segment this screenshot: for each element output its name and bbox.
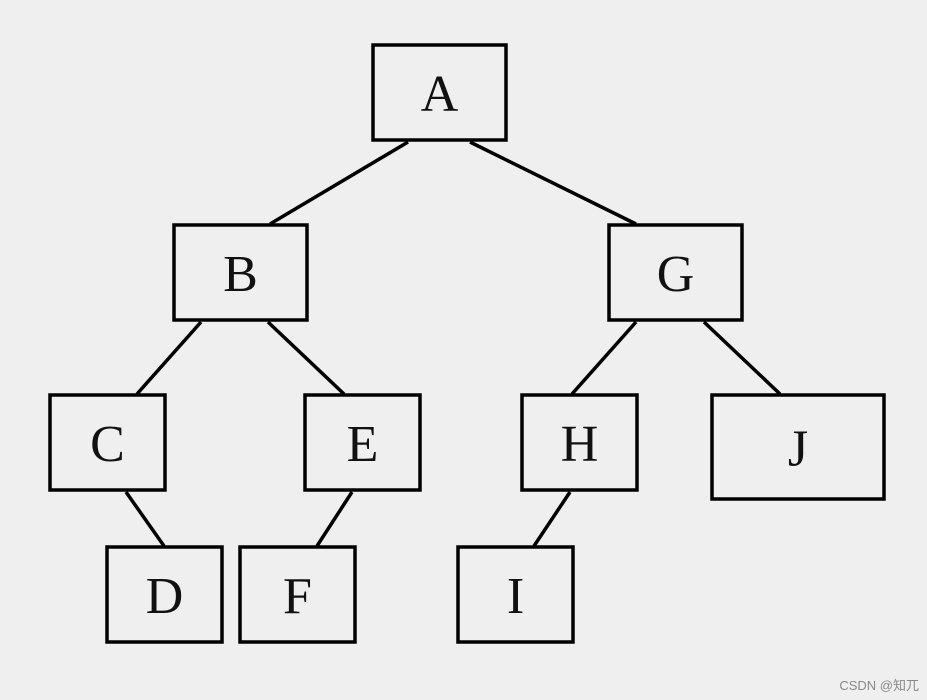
node-box-b	[172, 223, 309, 322]
edge-c-d	[124, 490, 166, 548]
tree-node-a: A	[371, 43, 508, 142]
watermark: CSDN @知兀	[839, 678, 919, 693]
node-box-j	[710, 393, 886, 501]
node-label-c: C	[90, 416, 125, 473]
nodes-layer: A B G C E H J D F I	[48, 43, 886, 644]
node-box-g	[607, 223, 744, 322]
edge-e-f	[315, 491, 354, 547]
node-box-a	[371, 43, 508, 142]
edge-g-j	[702, 320, 782, 396]
node-label-d: D	[146, 568, 184, 625]
node-label-a: A	[421, 66, 459, 123]
node-label-i: I	[507, 568, 524, 625]
tree-node-j: J	[710, 393, 886, 501]
node-label-h: H	[561, 416, 599, 473]
node-label-g: G	[657, 246, 695, 303]
tree-node-d: D	[105, 545, 224, 644]
node-box-i	[456, 545, 575, 644]
tree-node-c: C	[48, 393, 167, 492]
node-label-b: B	[223, 246, 258, 303]
node-box-e	[303, 393, 422, 492]
edge-h-i	[532, 491, 572, 547]
tree-node-b: B	[172, 223, 309, 322]
node-label-j: J	[788, 421, 808, 478]
edge-a-b	[269, 140, 409, 226]
node-box-h	[520, 393, 639, 492]
node-label-f: F	[283, 568, 312, 625]
edges-layer	[124, 140, 782, 548]
tree-node-i: I	[456, 545, 575, 644]
tree-node-e: E	[303, 393, 422, 492]
node-box-d	[105, 545, 224, 644]
node-box-c	[48, 393, 167, 492]
edge-b-e	[266, 320, 346, 396]
tree-node-g: G	[607, 223, 744, 322]
node-box-f	[238, 545, 357, 644]
tree-node-h: H	[520, 393, 639, 492]
edge-a-g	[469, 140, 637, 226]
edge-b-c	[135, 320, 203, 396]
edge-g-h	[570, 320, 638, 396]
tree-node-f: F	[238, 545, 357, 644]
node-label-e: E	[347, 416, 379, 473]
